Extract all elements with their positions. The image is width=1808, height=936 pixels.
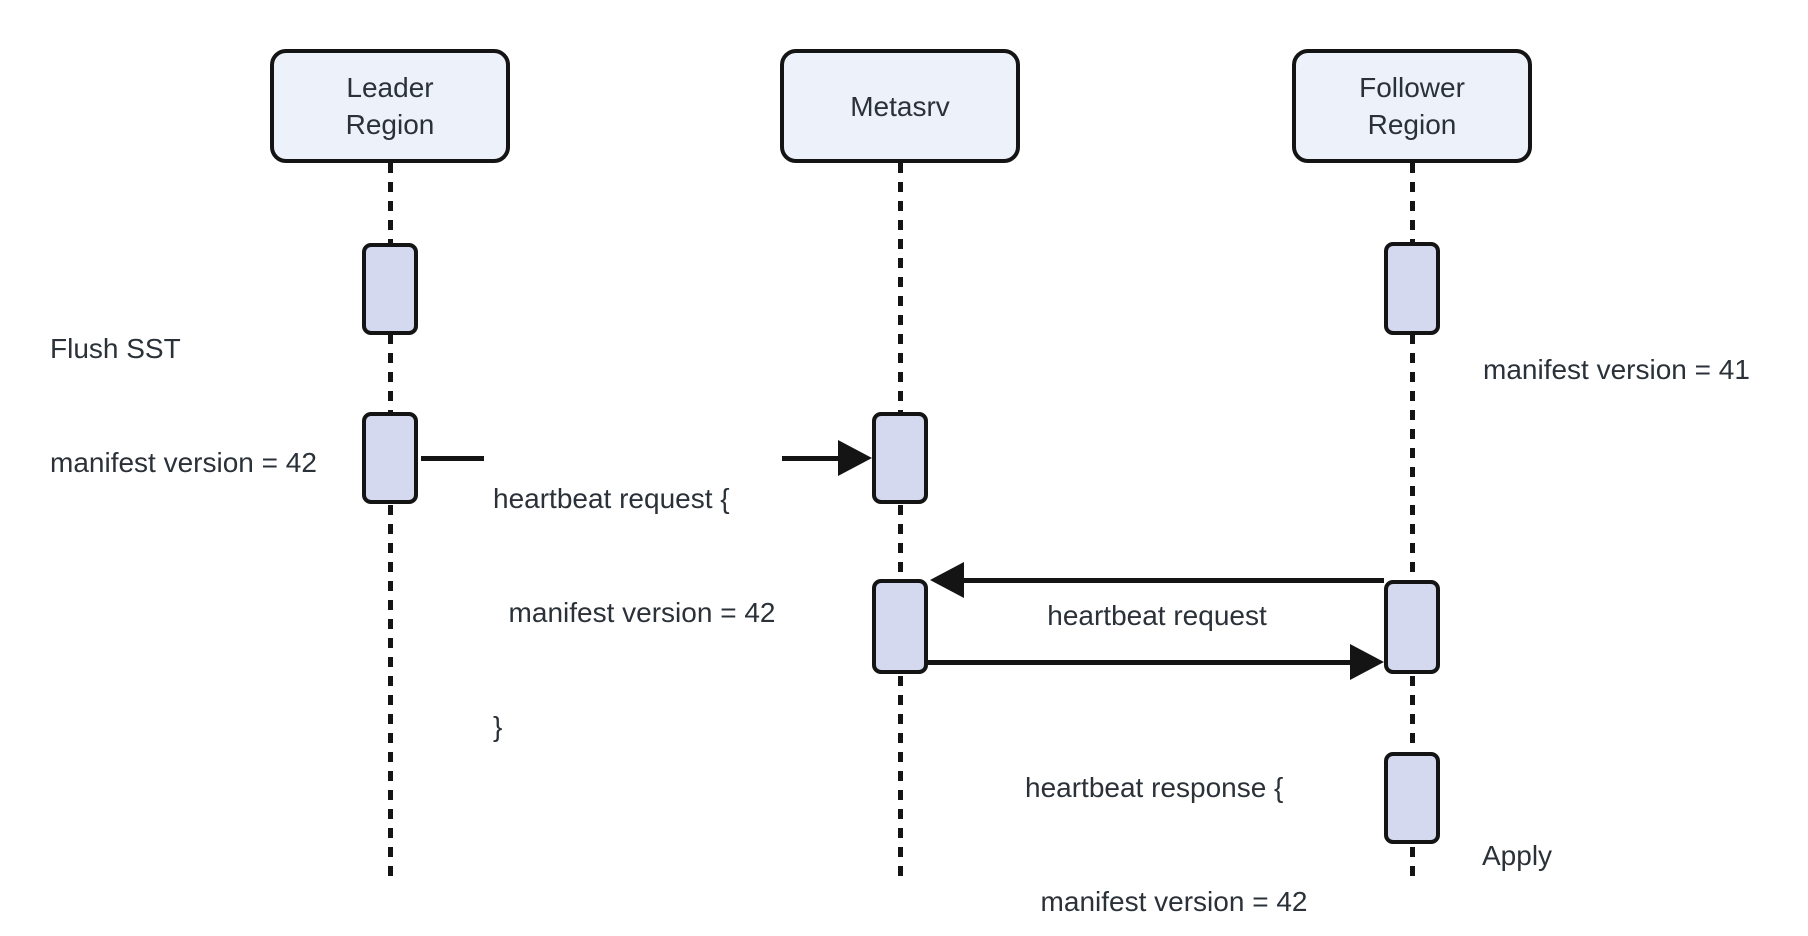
participant-follower-region: Follower Region (1292, 49, 1532, 163)
msg1-label: heartbeat request { manifest version = 4… (493, 404, 775, 822)
activation-follower-2 (1384, 580, 1440, 674)
msg1-label-line: } (493, 711, 503, 742)
participant-label-line: Follower (1359, 72, 1465, 103)
msg2-label-line: heartbeat request (1047, 600, 1267, 631)
participant-label-line: Leader (346, 72, 434, 103)
msg3-arrowhead-right-icon (1350, 644, 1384, 680)
msg1-label-line: heartbeat request { (493, 483, 730, 514)
lifeline-leader-region (388, 163, 393, 877)
msg1-arrowhead-right-icon (838, 440, 872, 476)
note-line: manifest version = 42 (50, 447, 317, 478)
activation-metasrv-2 (872, 579, 928, 674)
msg2-line (962, 578, 1384, 583)
note-manifest-version-41: manifest version = 41 (1483, 275, 1750, 465)
msg2-arrowhead-left-icon (930, 562, 964, 598)
msg3-label-line: manifest version = 42 (1025, 886, 1308, 917)
activation-metasrv-1 (872, 412, 928, 504)
activation-leader-2 (362, 412, 418, 504)
participant-label-line: Region (345, 109, 435, 140)
participant-leader-region: Leader Region (270, 49, 510, 163)
participant-label-line: Metasrv (850, 90, 950, 122)
activation-follower-3 (1384, 752, 1440, 844)
note-line: Flush SST (50, 333, 181, 364)
note-flush-sst: Flush SST manifest version = 42 (50, 254, 317, 558)
activation-leader-1 (362, 243, 418, 335)
msg1-line-segment-left (421, 456, 484, 461)
msg1-label-line: manifest version = 42 (493, 597, 776, 628)
msg3-label-line: heartbeat response { (1025, 772, 1284, 803)
note-apply: Apply manifest version = 42 (1482, 756, 1749, 936)
msg3-label: heartbeat response { manifest version = … (1025, 693, 1307, 936)
activation-follower-1 (1384, 242, 1440, 335)
msg1-line-segment-right (782, 456, 840, 461)
participant-metasrv: Metasrv (780, 49, 1020, 163)
lifeline-metasrv (898, 163, 903, 877)
note-line: Apply (1482, 840, 1553, 871)
msg3-line (928, 660, 1352, 665)
participant-label-line: Region (1367, 109, 1457, 140)
msg2-label: heartbeat request (930, 521, 1384, 711)
lifeline-follower-region (1410, 163, 1415, 877)
note-line: manifest version = 41 (1483, 354, 1750, 385)
